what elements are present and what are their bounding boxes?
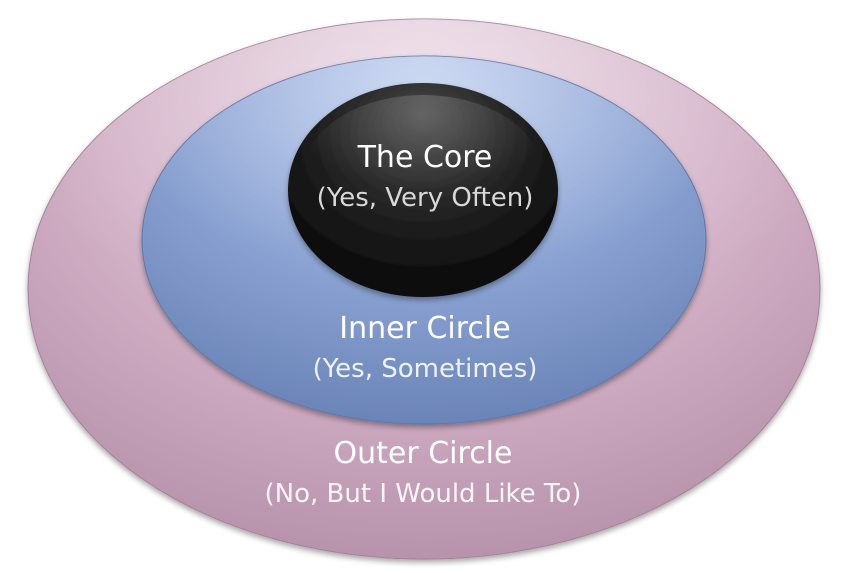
core-circle [288,83,558,297]
inner-subtitle: (Yes, Sometimes) [313,354,538,384]
outer-subtitle: (No, But I Would Like To) [265,479,582,509]
core-subtitle: (Yes, Very Often) [317,183,534,213]
inner-title: Inner Circle [339,311,510,346]
outer-title: Outer Circle [334,436,513,471]
core-title: The Core [357,140,493,175]
